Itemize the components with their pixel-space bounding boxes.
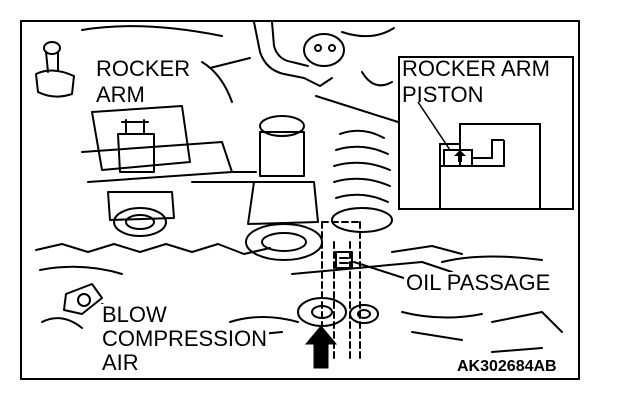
leader-oil-passage: [353, 261, 411, 281]
oil-passage-plug: [335, 251, 353, 269]
leader-rocker-arm-piston: [315, 95, 399, 123]
label-oil-passage: OIL PASSAGE: [404, 270, 553, 295]
diagram-frame: ROCKER ARM PISTON ROCKER ARM OIL PASSAGE…: [20, 20, 580, 380]
figure-code: AK302684AB: [454, 358, 560, 376]
label-rocker-arm-1: ROCKER: [94, 56, 193, 81]
inset-drawing: [417, 101, 541, 208]
rocker-arm-left: [91, 105, 191, 237]
rocker-arm-center: [245, 115, 323, 261]
oil-hole-lower: [297, 297, 379, 327]
label-blow-3: AIR: [100, 350, 141, 375]
lower-left-bracket: [41, 283, 103, 329]
hose-clamp: [253, 22, 345, 87]
label-rocker-arm-2: ARM: [94, 82, 147, 107]
label-rocker-arm-piston-1: ROCKER ARM: [402, 56, 550, 81]
engine-line-drawing: [35, 22, 563, 369]
leader-rocker-arm: [209, 57, 251, 69]
rocker-arm-piston-inset: [398, 56, 574, 210]
stud-bolt-top-left: [35, 41, 75, 98]
label-rocker-arm-piston-2: PISTON: [402, 82, 484, 107]
label-blow-1: BLOW: [100, 302, 169, 327]
valve-spring: [331, 129, 393, 233]
compression-air-arrow: [304, 325, 338, 369]
label-blow-2: COMPRESSION: [100, 326, 270, 351]
